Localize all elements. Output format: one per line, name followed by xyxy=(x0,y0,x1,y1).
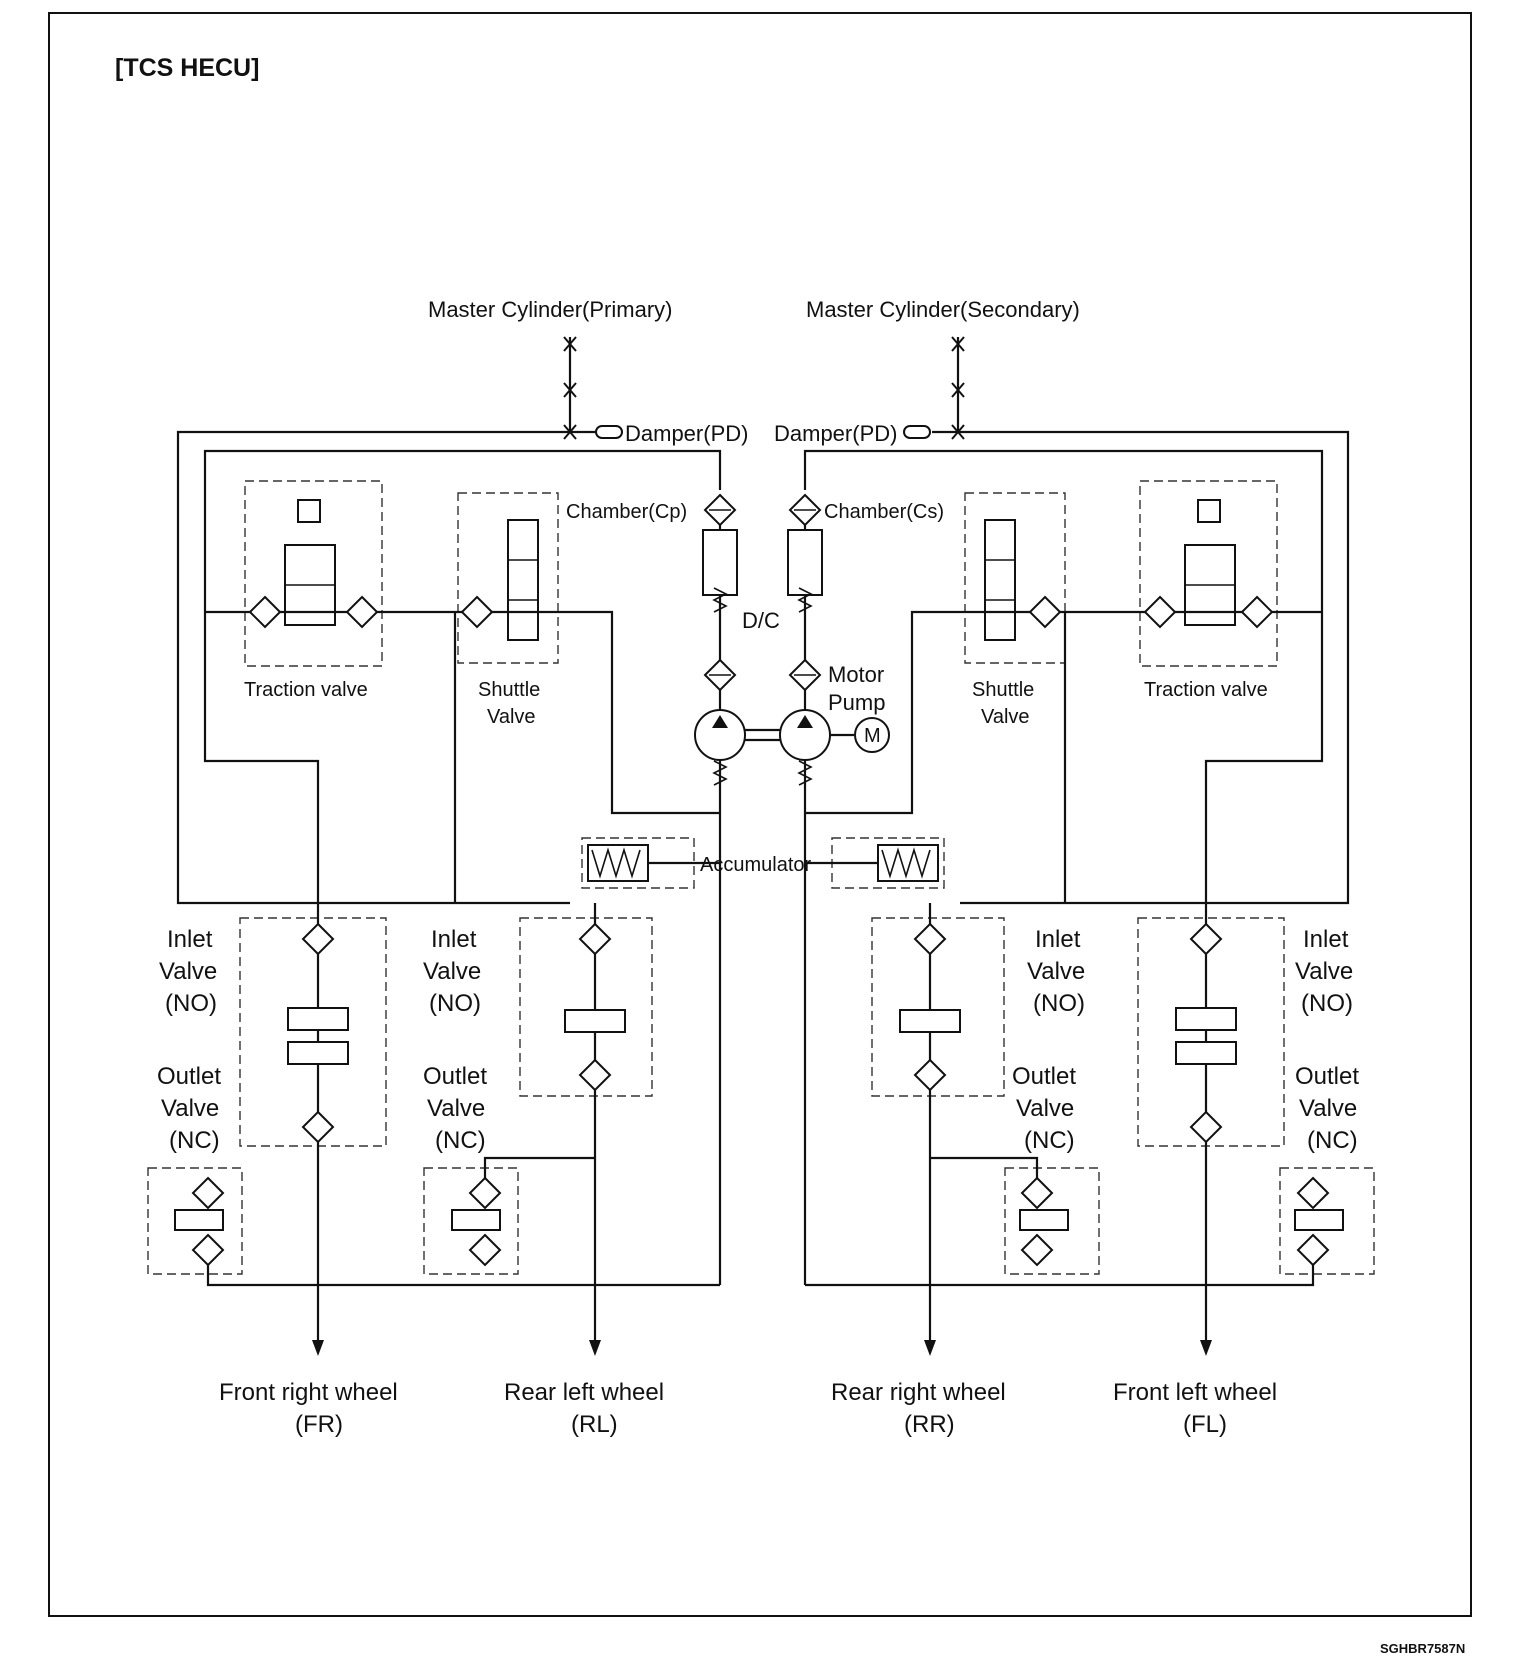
shuttle-valve-left-label-2: Valve xyxy=(487,706,536,728)
damper-left-symbol xyxy=(570,425,623,439)
svg-text:Outlet: Outlet xyxy=(157,1063,221,1090)
dc-label: D/C xyxy=(742,608,780,633)
wheel-fl-code: (FL) xyxy=(1183,1411,1227,1438)
chamber-left xyxy=(702,455,738,710)
svg-text:Inlet: Inlet xyxy=(431,926,477,953)
svg-text:Valve: Valve xyxy=(427,1095,485,1122)
svg-text:Valve: Valve xyxy=(1295,958,1353,985)
svg-text:Valve: Valve xyxy=(1299,1095,1357,1122)
svg-text:Inlet: Inlet xyxy=(1035,926,1081,953)
damper-right-symbol xyxy=(903,425,958,439)
wheel-fr-code: (FR) xyxy=(295,1411,343,1438)
lower-valve-fr xyxy=(147,1167,243,1275)
inlet-outlet-block-fr xyxy=(239,898,387,1320)
lower-valve-rl xyxy=(423,1156,595,1275)
bottom-return-lines xyxy=(206,1265,1315,1287)
traction-valve-right xyxy=(1139,480,1278,667)
chamber-left-label: Chamber(Cp) xyxy=(566,501,687,523)
accumulator-right xyxy=(805,837,945,889)
shuttle-valve-right xyxy=(964,492,1066,664)
svg-text:Outlet: Outlet xyxy=(1012,1063,1076,1090)
svg-text:(NC): (NC) xyxy=(1024,1127,1075,1154)
master-cylinder-primary-label: Master Cylinder(Primary) xyxy=(428,297,672,322)
outer-circuit-left xyxy=(176,430,722,905)
svg-text:Inlet: Inlet xyxy=(1303,926,1349,953)
figure-code: SGHBR7587N xyxy=(1380,1641,1465,1656)
svg-text:Valve: Valve xyxy=(1027,958,1085,985)
svg-text:(NO): (NO) xyxy=(165,990,217,1017)
wheel-fl-name: Front left wheel xyxy=(1113,1379,1277,1406)
wheel-rl-code: (RL) xyxy=(571,1411,618,1438)
accumulator-label: Accumulator xyxy=(700,854,811,876)
valve-labels: Inlet Valve (NO) Outlet Valve (NC) Inlet… xyxy=(157,926,1359,1154)
wheel-rl-name: Rear left wheel xyxy=(504,1379,664,1406)
master-cylinder-secondary-label: Master Cylinder(Secondary) xyxy=(806,297,1080,322)
svg-text:Valve: Valve xyxy=(1016,1095,1074,1122)
svg-text:(NC): (NC) xyxy=(169,1127,220,1154)
wheel-rr-name: Rear right wheel xyxy=(831,1379,1006,1406)
motor-pump xyxy=(694,709,890,761)
motor-pump-label-2: Pump xyxy=(828,690,885,715)
shuttle-valve-left xyxy=(457,492,559,664)
traction-valve-left xyxy=(244,480,383,667)
master-lines xyxy=(563,336,965,440)
svg-text:Outlet: Outlet xyxy=(1295,1063,1359,1090)
damper-right-label: Damper(PD) xyxy=(774,421,897,446)
shuttle-valve-right-label-2: Valve xyxy=(981,706,1030,728)
accumulator-left xyxy=(581,837,720,889)
inlet-outlet-block-fl xyxy=(1137,898,1285,1320)
inlet-outlet-block-rr xyxy=(871,903,1005,1320)
motor-pump-label-1: Motor xyxy=(828,662,884,687)
svg-text:Outlet: Outlet xyxy=(423,1063,487,1090)
motor-symbol: M xyxy=(864,725,881,747)
svg-text:(NC): (NC) xyxy=(1307,1127,1358,1154)
shuttle-valve-right-label-1: Shuttle xyxy=(972,679,1034,701)
lower-valve-rr xyxy=(930,1156,1100,1275)
svg-text:Valve: Valve xyxy=(161,1095,219,1122)
svg-text:Valve: Valve xyxy=(159,958,217,985)
traction-valve-left-label: Traction valve xyxy=(244,679,368,701)
shuttle-valve-left-label-1: Shuttle xyxy=(478,679,540,701)
wheel-rr-code: (RR) xyxy=(904,1411,955,1438)
lower-valve-fl xyxy=(1279,1167,1375,1275)
diagram-frame xyxy=(48,12,1472,1617)
outer-circuit-right xyxy=(803,430,1350,905)
inlet-outlet-block-rl xyxy=(519,903,653,1320)
traction-valve-right-label: Traction valve xyxy=(1144,679,1268,701)
wheel-fr-name: Front right wheel xyxy=(219,1379,398,1406)
svg-text:(NO): (NO) xyxy=(429,990,481,1017)
chamber-right xyxy=(787,455,823,710)
wheel-outlets xyxy=(312,1320,1212,1356)
check-springs xyxy=(712,587,813,786)
svg-text:(NO): (NO) xyxy=(1301,990,1353,1017)
damper-left-label: Damper(PD) xyxy=(625,421,748,446)
chamber-right-label: Chamber(Cs) xyxy=(824,501,944,523)
svg-text:(NC): (NC) xyxy=(435,1127,486,1154)
svg-text:Inlet: Inlet xyxy=(167,926,213,953)
diagram-title: [TCS HECU] xyxy=(115,54,259,82)
traction-shuttle-lines xyxy=(205,595,1322,903)
svg-text:Valve: Valve xyxy=(423,958,481,985)
svg-text:(NO): (NO) xyxy=(1033,990,1085,1017)
